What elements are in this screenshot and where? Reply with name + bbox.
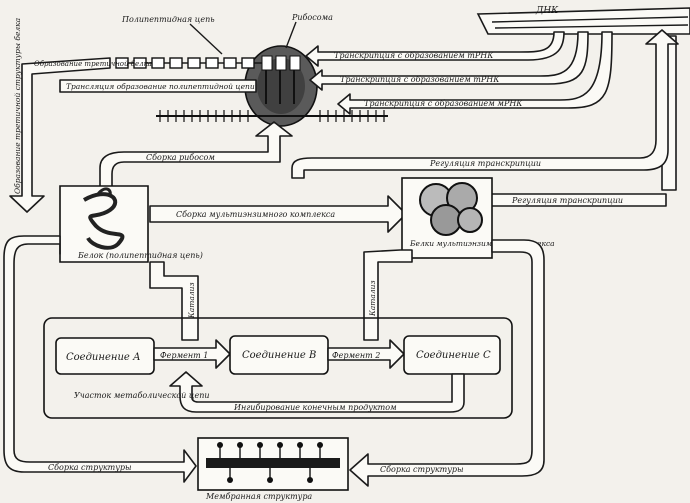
transcription-rrna-label-1: Транскрипция с образованием тРНК xyxy=(334,51,494,60)
compound-c-label: Соединение С xyxy=(416,350,491,361)
compound-a-label: Соединение А xyxy=(66,352,141,363)
tertiary-structure-label: Образование третичной структуры белка xyxy=(13,18,22,194)
catalysis-right-label: Катализ xyxy=(368,280,377,317)
polypeptide-label: Полипептидная цепь xyxy=(121,15,215,24)
structure-assembly-left-label: Сборка структуры xyxy=(48,463,132,472)
enzyme-2-label: Фермент 2 xyxy=(332,351,380,360)
dna-strand xyxy=(478,8,690,34)
protein-label: Белок (полипептидная цепь) xyxy=(77,251,203,260)
dna-label: ДНК xyxy=(535,6,559,16)
transcription-regulation-right-label: Регуляция транскрипции xyxy=(511,196,623,205)
metabolic-pathway-label: Участок метаболической цепи xyxy=(74,391,210,400)
end-product-regulation-label: Ингибирование конечным продуктом xyxy=(233,403,397,412)
ribosome-label: Рибосома xyxy=(291,13,333,22)
compound-b-label: Соединение В xyxy=(242,350,316,361)
transcription-regulation-top-label: Регуляция транскрипции xyxy=(429,159,541,168)
ribosome-assembly-label: Сборка рибосом xyxy=(146,153,215,162)
transcription-rrna-label-2: Транскрипция с образованием тРНК xyxy=(340,75,500,84)
transcription-mrna-label: Транскрипция с образованием мРНК xyxy=(364,99,523,108)
enzyme-1-label: Фермент 1 xyxy=(160,351,208,360)
membrane-structure-label: Мембранная структура xyxy=(205,492,312,501)
left-top-fragment-label: Образование третичной белка xyxy=(34,60,152,68)
structure-assembly-right-label: Сборка структуры xyxy=(380,465,464,474)
catalysis-left-label: Катализ xyxy=(187,282,196,319)
translation-label: Трансляция образование полипептидной цеп… xyxy=(66,82,255,91)
transcription-arrow-1 xyxy=(306,32,564,66)
multienzyme-assembly-label: Сборка мультиэнзимного комплекса xyxy=(176,210,335,219)
membrane-structure xyxy=(198,438,348,490)
